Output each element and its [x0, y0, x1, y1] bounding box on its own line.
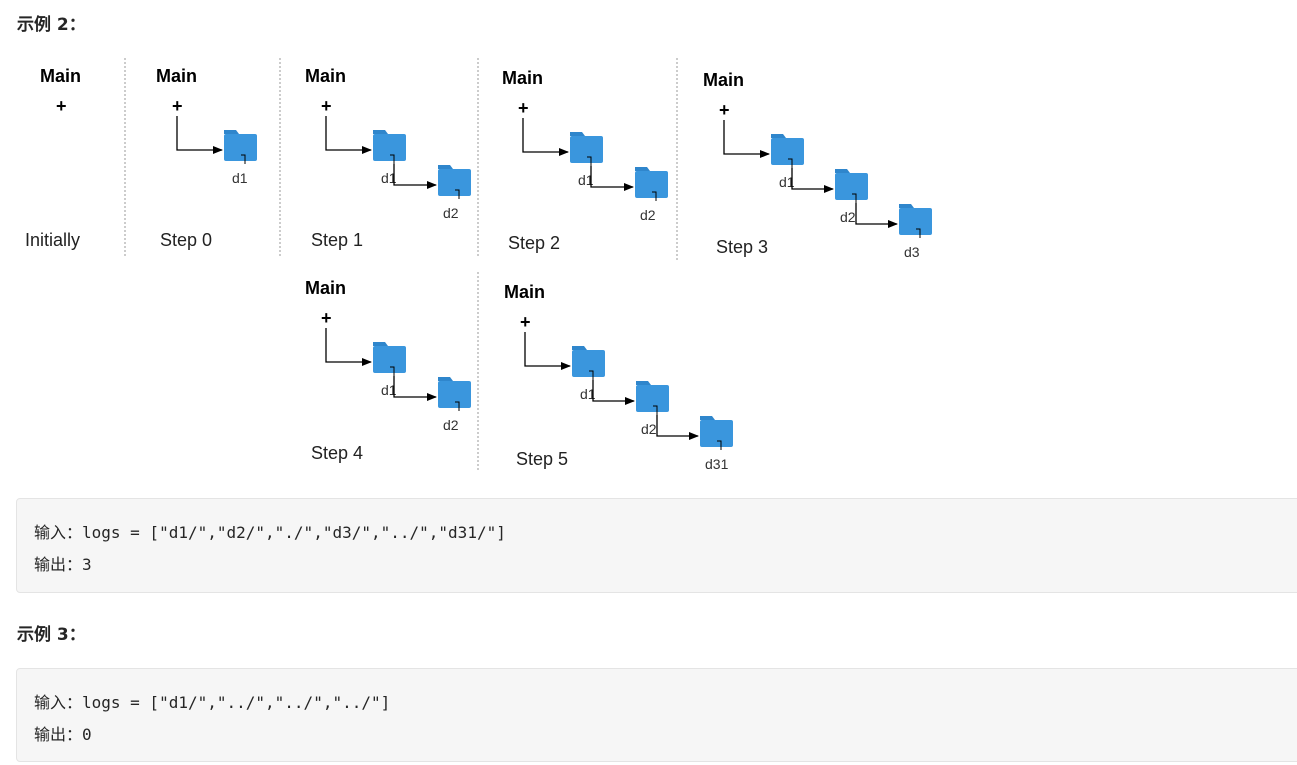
- root-plus-icon: +: [172, 96, 183, 116]
- step-caption: Step 3: [716, 237, 768, 257]
- connector-arrow: [393, 376, 437, 401]
- folder-label: d2: [840, 209, 856, 225]
- folder-label: d2: [443, 205, 459, 221]
- folder-icon: [899, 204, 932, 235]
- connector-arrow: [325, 116, 372, 154]
- example-2-output-line: 输出：3: [34, 555, 92, 574]
- folder-tick: [587, 156, 592, 166]
- example-3-code-block: 输入：logs = ["d1/","../","../","../"] 输出：0: [16, 668, 1297, 762]
- folder-tick: [788, 158, 793, 168]
- folder-tick: [717, 440, 722, 450]
- step-caption: Step 1: [311, 230, 363, 250]
- step-panel: Main + Initially: [25, 66, 81, 250]
- root-plus-icon: +: [321, 308, 332, 328]
- example-2-input-line: 输入：logs = ["d1/","d2/","./","d3/","../",…: [34, 523, 506, 542]
- folder-icon: [636, 381, 669, 412]
- root-label: Main: [502, 68, 543, 88]
- folder-label: d2: [640, 207, 656, 223]
- connector-arrow: [590, 166, 634, 191]
- root-label: Main: [504, 282, 545, 302]
- folder-icon: [373, 342, 406, 373]
- folder-tick: [455, 189, 460, 199]
- connector-arrow: [791, 168, 834, 193]
- folder-label: d1: [232, 170, 248, 186]
- example-3-input-line: 输入：logs = ["d1/","../","../","../"]: [34, 693, 391, 712]
- folder-tick: [390, 366, 395, 376]
- root-label: Main: [40, 66, 81, 86]
- folder-icon: [635, 167, 668, 198]
- root-label: Main: [305, 66, 346, 86]
- folder-tick: [916, 228, 921, 238]
- folder-tick: [653, 405, 658, 415]
- step-panel: Main + Step 3 d1 d2 d3: [703, 70, 932, 260]
- step-caption: Step 2: [508, 233, 560, 253]
- example-3-heading: 示例 3：: [17, 625, 86, 645]
- connector-arrow: [855, 203, 898, 228]
- folder-icon: [771, 134, 804, 165]
- connector-arrow: [524, 332, 571, 370]
- step-panel: Main + Step 4 d1 d2: [305, 278, 471, 463]
- step-caption: Initially: [25, 230, 80, 250]
- example-2-heading: 示例 2：: [17, 15, 86, 35]
- folder-icon: [224, 130, 257, 161]
- folder-tick: [852, 193, 857, 203]
- root-plus-icon: +: [518, 98, 529, 118]
- folder-label: d1: [580, 386, 596, 402]
- step-panel: Main + Step 1 d1 d2: [305, 66, 471, 250]
- step-caption: Step 0: [160, 230, 212, 250]
- root-plus-icon: +: [719, 100, 730, 120]
- folder-icon: [572, 346, 605, 377]
- step-panel: Main + Step 2 d1 d2: [502, 68, 668, 253]
- folder-icon: [373, 130, 406, 161]
- root-label: Main: [703, 70, 744, 90]
- step-panel: Main + Step 0 d1: [156, 66, 257, 250]
- connector-arrow: [522, 118, 569, 156]
- step-caption: Step 4: [311, 443, 363, 463]
- root-label: Main: [305, 278, 346, 298]
- step-caption: Step 5: [516, 449, 568, 469]
- folder-tick: [652, 191, 657, 201]
- folder-icon: [700, 416, 733, 447]
- folder-tick: [589, 370, 594, 380]
- folder-label: d1: [779, 174, 795, 190]
- folder-label: d2: [641, 421, 657, 437]
- folder-label: d1: [381, 382, 397, 398]
- folder-label: d1: [381, 170, 397, 186]
- example-2-code-block: 输入：logs = ["d1/","d2/","./","d3/","../",…: [16, 498, 1297, 593]
- folder-icon: [438, 377, 471, 408]
- example-3-output-line: 输出：0: [34, 725, 92, 744]
- folder-icon: [835, 169, 868, 200]
- folder-icon: [570, 132, 603, 163]
- folder-label: d31: [705, 456, 729, 472]
- step-panel: Main + Step 5 d1 d2 d31: [504, 282, 733, 472]
- connector-arrow: [592, 380, 635, 405]
- connector-arrow: [656, 415, 699, 440]
- folder-label: d2: [443, 417, 459, 433]
- connector-arrow: [325, 328, 372, 366]
- root-plus-icon: +: [56, 96, 67, 116]
- root-plus-icon: +: [520, 312, 531, 332]
- connector-arrow: [176, 116, 223, 154]
- root-label: Main: [156, 66, 197, 86]
- folder-tick: [241, 154, 246, 164]
- connector-arrow: [723, 120, 770, 158]
- folder-icon: [438, 165, 471, 196]
- connector-arrow: [393, 164, 437, 189]
- folder-tick: [455, 401, 460, 411]
- folder-tick: [390, 154, 395, 164]
- folder-label: d1: [578, 172, 594, 188]
- root-plus-icon: +: [321, 96, 332, 116]
- folder-label: d3: [904, 244, 920, 260]
